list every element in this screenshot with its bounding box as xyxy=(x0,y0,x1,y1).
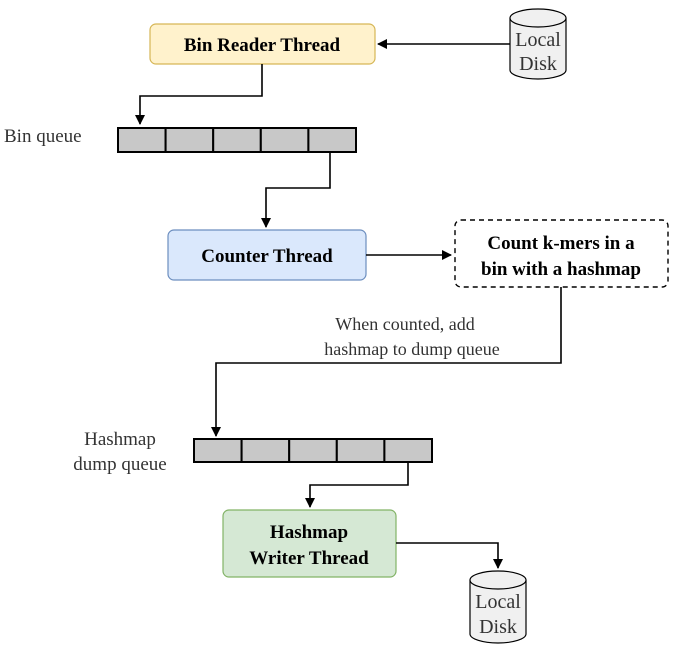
writer-label-line2: Writer Thread xyxy=(249,548,369,569)
local-disk-bottom: Local Disk xyxy=(469,570,527,644)
bin-queue-slot xyxy=(307,127,357,153)
hashmap-queue-slot xyxy=(383,438,433,463)
counter-label: Counter Thread xyxy=(201,246,333,267)
count-note-line2: bin with a hashmap xyxy=(481,259,641,280)
local-disk-top: Local Disk xyxy=(509,8,567,80)
edge-note-to-hashmap-queue xyxy=(211,287,562,437)
edge-bin-reader-to-queue xyxy=(135,64,263,125)
bin-reader-label: Bin Reader Thread xyxy=(184,35,341,56)
local-disk-bottom-line1: Local xyxy=(475,591,521,613)
hashmap-queue-label-line2: dump queue xyxy=(73,454,166,475)
bin-queue-slot xyxy=(212,127,262,153)
local-disk-bottom-line2: Disk xyxy=(479,616,517,638)
bin-queue-slot xyxy=(164,127,215,153)
edge-writer-to-disk xyxy=(396,542,503,569)
count-kmers-note: Count k-mers in a bin with a hashmap xyxy=(454,219,669,288)
hashmap-queue-label-line1: Hashmap xyxy=(84,429,156,450)
hashmap-queue-slot xyxy=(288,438,338,463)
hashmap-queue-slot xyxy=(335,438,386,463)
hashmap-writer-thread-node: Hashmap Writer Thread xyxy=(222,509,397,578)
writer-label-line1: Hashmap xyxy=(270,522,348,543)
hashmap-queue-slot xyxy=(193,438,243,463)
bin-queue xyxy=(117,127,357,153)
edge-queue-to-counter xyxy=(261,152,331,228)
bin-queue-slot xyxy=(259,127,310,153)
bin-queue-label: Bin queue xyxy=(4,126,82,147)
hashmap-dump-queue xyxy=(193,438,433,463)
local-disk-top-line1: Local xyxy=(515,29,561,51)
dump-annotation-line2: hashmap to dump queue xyxy=(324,339,499,359)
bin-queue-slot xyxy=(117,127,167,153)
dump-annotation-line1: When counted, add xyxy=(335,314,474,334)
hashmap-queue-slot xyxy=(240,438,291,463)
local-disk-top-line2: Disk xyxy=(519,53,557,75)
count-note-line1: Count k-mers in a xyxy=(487,233,635,254)
edge-hashmap-queue-to-writer xyxy=(305,462,409,508)
bin-reader-thread-node: Bin Reader Thread xyxy=(149,23,376,65)
counter-thread-node: Counter Thread xyxy=(167,229,367,281)
